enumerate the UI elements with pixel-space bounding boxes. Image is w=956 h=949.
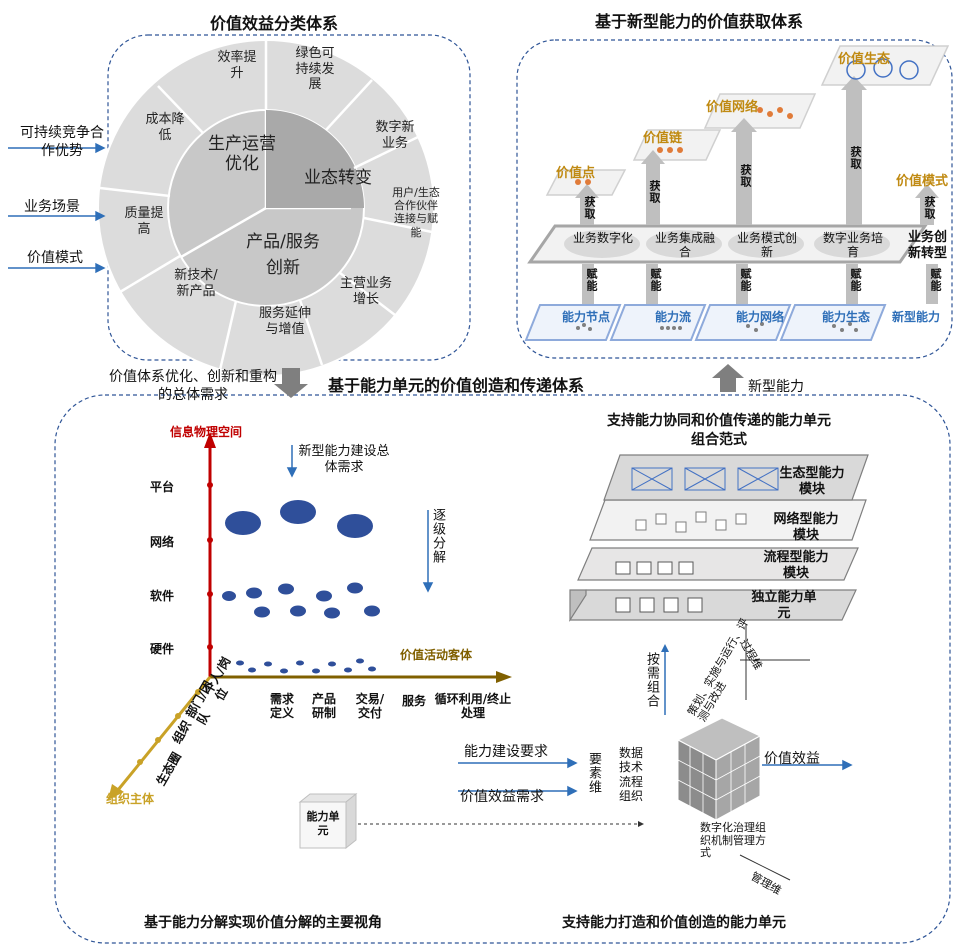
output-value-benefit: 价值效益 — [764, 751, 820, 767]
level-network: 网络 — [150, 535, 175, 549]
level-value-ecosystem: 价值生态 — [838, 52, 891, 67]
axis-physical-space-label: 信息物理空间 — [170, 425, 243, 439]
bottom-left-caption: 基于能力分解实现价值分解的主要视角 — [144, 915, 382, 931]
module-standalone: 独立能力单元 — [751, 590, 817, 622]
level-value-point: 价值点 — [556, 166, 596, 181]
level-value-network: 价值网络 — [706, 100, 759, 115]
module-network: 网络型能力模块 — [773, 512, 839, 544]
empower-1: 赋能 — [585, 268, 598, 292]
x-tick-rnd: 产品研制 — [311, 692, 336, 721]
cap-flow: 能力流 — [655, 310, 692, 324]
inner-production-optimization: 生产运营优化 — [208, 134, 276, 175]
down-arrow — [274, 368, 308, 398]
module-ecosystem: 生态型能力模块 — [779, 466, 845, 498]
element-dimension: 要素维 — [586, 752, 601, 794]
acquire-3: 获取 — [739, 164, 752, 188]
bottom-right-caption: 支持能力打造和价值创造的能力单元 — [562, 915, 786, 931]
acquire-2: 获取 — [648, 180, 661, 204]
business-transformation-label: 业务创新转型 — [908, 230, 948, 262]
cap-network: 能力网络 — [736, 310, 785, 324]
business-digital-cultivation: 数字业务培育 — [822, 231, 883, 259]
axis-organization — [116, 676, 212, 791]
creation-title: 基于能力单元的价值创造和传递体系 — [328, 376, 585, 395]
empower-2: 赋能 — [649, 268, 662, 292]
unit-cube — [298, 792, 358, 850]
cap-node: 能力节点 — [562, 310, 611, 324]
outer-digital-business: 数字新业务 — [375, 120, 415, 151]
paradigm-title: 支持能力协同和价值传递的能力单元组合范式 — [607, 413, 831, 448]
outer-green-sustainable: 绿色可持续发展 — [295, 46, 335, 93]
outer-service-extension: 服务延伸与增值 — [258, 306, 311, 337]
input-capability-requirement: 能力建设要求 — [464, 744, 548, 760]
acquisition-title: 基于新型能力的价值获取体系 — [595, 12, 804, 31]
new-capability-label: 新型能力 — [892, 310, 941, 324]
capability-unit-label: 能力单元 — [306, 810, 340, 838]
outer-efficiency: 效率提升 — [217, 50, 257, 81]
input-value-mode: 价值模式 — [27, 250, 83, 266]
empower-3: 赋能 — [739, 268, 752, 292]
overall-demand-label: 新型能力建设总体需求 — [298, 444, 390, 476]
outer-user-ecosystem: 用户/生态合作伙伴连接与赋能 — [392, 186, 440, 239]
overall-demand-note: 价值体系优化、创新和重构的总体需求 — [109, 369, 277, 404]
axis-organization-label: 组织主体 — [106, 792, 155, 806]
inner-business-transformation: 业态转变 — [304, 168, 372, 188]
governance-description: 数字化治理组织机制管理方式 — [700, 821, 766, 860]
input-value-demand: 价值效益需求 — [460, 789, 544, 805]
outer-quality: 质量提高 — [124, 206, 164, 237]
acquire-4: 获取 — [849, 146, 862, 170]
empower-4: 赋能 — [849, 268, 862, 292]
element-description: 数据技术流程组织 — [618, 746, 643, 804]
classification-title: 价值效益分类体系 — [210, 14, 339, 33]
level-platform: 平台 — [150, 480, 175, 494]
value-mode-label: 价值模式 — [896, 174, 949, 189]
business-model-innovation: 业务模式创新 — [736, 231, 797, 259]
x-tick-recycle: 循环利用/终止处理 — [434, 692, 512, 721]
stepwise-decomposition: 逐级分解 — [430, 508, 445, 564]
x-tick-service: 服务 — [402, 694, 427, 708]
empower-5: 赋能 — [929, 268, 942, 292]
x-tick-demand: 需求定义 — [269, 692, 294, 721]
axis-value-activity-label: 价值活动客体 — [400, 648, 473, 662]
capability-cube — [676, 717, 762, 821]
input-competitive-advantage: 可持续竞争合作优势 — [20, 125, 104, 160]
business-integration: 业务集成融合 — [654, 231, 715, 259]
level-software: 软件 — [150, 589, 175, 603]
input-business-scenario: 业务场景 — [24, 199, 80, 215]
business-digitalization: 业务数字化 — [572, 231, 633, 245]
up-arrow — [712, 364, 744, 392]
cap-ecosystem: 能力生态 — [822, 310, 871, 324]
level-hardware: 硬件 — [150, 642, 175, 656]
level-value-chain: 价值链 — [643, 131, 683, 146]
x-tick-delivery: 交易/交付 — [355, 692, 385, 721]
value-acquisition-frame — [516, 39, 953, 359]
outer-main-growth: 主营业务增长 — [340, 276, 393, 307]
acquire-5: 获取 — [923, 196, 936, 220]
by-need-combination: 按需组合 — [644, 652, 659, 708]
inner-product-service-innovation: 产品/服务创新 — [246, 232, 320, 278]
module-process: 流程型能力模块 — [763, 550, 829, 582]
outer-new-tech-product: 新技术/新产品 — [174, 268, 218, 299]
new-capability-note: 新型能力 — [748, 379, 804, 395]
outer-cost-reduction: 成本降低 — [145, 112, 185, 143]
acquire-1: 获取 — [583, 196, 596, 220]
